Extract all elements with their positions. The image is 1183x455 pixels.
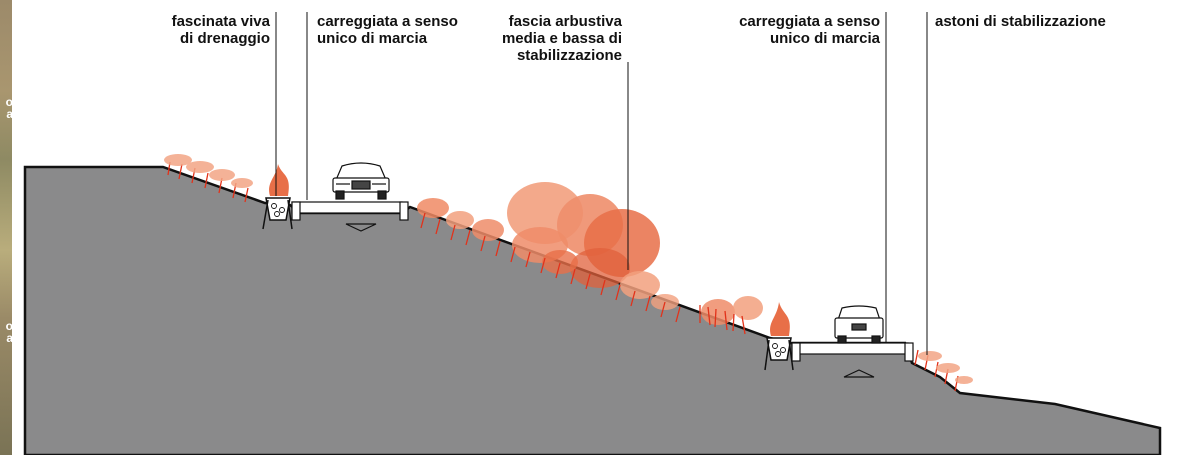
strip-text-top: o a — [5, 95, 13, 121]
slope-vegetation — [164, 154, 973, 384]
lower-road — [791, 342, 914, 378]
label-upper-carriageway: carreggiata a senso unico di marcia — [317, 13, 458, 47]
label-stabilization-stakes: astoni di stabilizzazione — [935, 13, 1106, 30]
stabilization-stakes — [167, 161, 959, 392]
upper-road — [291, 201, 409, 232]
label-shrub-band: fascia arbustiva media e bassa di stabil… — [501, 13, 622, 64]
drainage-fascine-upper — [262, 164, 293, 230]
strip-text-bottom: o a — [5, 319, 13, 345]
direction-arrow-up — [843, 369, 875, 378]
label-lower-carriageway: carreggiata a senso unico di marcia — [739, 13, 880, 47]
drainage-fascine-lower — [764, 302, 794, 371]
photo-strip: o a o a — [0, 0, 13, 455]
leader-lines — [275, 12, 928, 355]
direction-arrow-down — [345, 223, 377, 232]
car-lower — [834, 305, 884, 344]
car-upper — [332, 162, 390, 200]
label-drainage-fascine: fascinata viva di drenaggio — [171, 13, 270, 47]
